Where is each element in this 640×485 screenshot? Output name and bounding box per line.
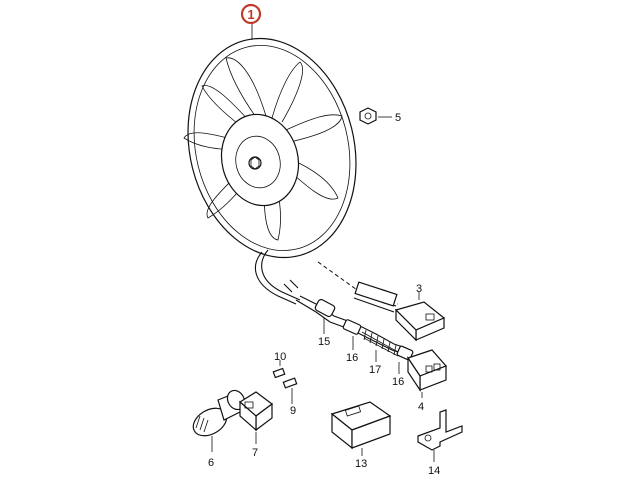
part-4-connector: 4 xyxy=(407,349,448,413)
part-label: 16 xyxy=(392,376,404,388)
part-label: 15 xyxy=(318,336,330,348)
part-label: 10 xyxy=(274,351,286,363)
part-14-bracket: 14 xyxy=(417,409,463,477)
part-13-relay: 13 xyxy=(330,401,392,470)
part-17-corrugated-tube xyxy=(361,329,399,357)
part-label: 13 xyxy=(355,458,367,470)
part-16-sleeve-2 xyxy=(396,345,414,361)
part-10-contact: 10 xyxy=(272,351,286,379)
callout-1: 1 xyxy=(240,3,262,25)
part-9-contact: 9 xyxy=(282,377,298,417)
part-label: 6 xyxy=(208,457,214,469)
part-label: 4 xyxy=(418,401,424,413)
part-label: 16 xyxy=(346,352,358,364)
part-5-nut: 5 xyxy=(359,107,401,125)
part-16-sleeve xyxy=(342,319,362,335)
part-3-connector: 3 xyxy=(394,283,446,342)
part-15-grommet xyxy=(314,298,336,318)
wiring-harness xyxy=(283,279,414,361)
callout-1-label: 1 xyxy=(247,7,254,22)
part-label: 14 xyxy=(428,465,440,477)
part-label: 5 xyxy=(395,112,401,124)
harness-callouts: 15 16 17 16 xyxy=(318,318,404,388)
part-6-thermo-switch: 6 xyxy=(192,389,246,469)
part-label: 9 xyxy=(290,405,296,417)
part-label: 17 xyxy=(369,364,381,376)
part-7-connector-housing: 7 xyxy=(238,391,273,459)
part-label: 3 xyxy=(416,283,422,295)
radiator-fan-assembly xyxy=(183,37,399,305)
part-label: 7 xyxy=(252,447,258,459)
